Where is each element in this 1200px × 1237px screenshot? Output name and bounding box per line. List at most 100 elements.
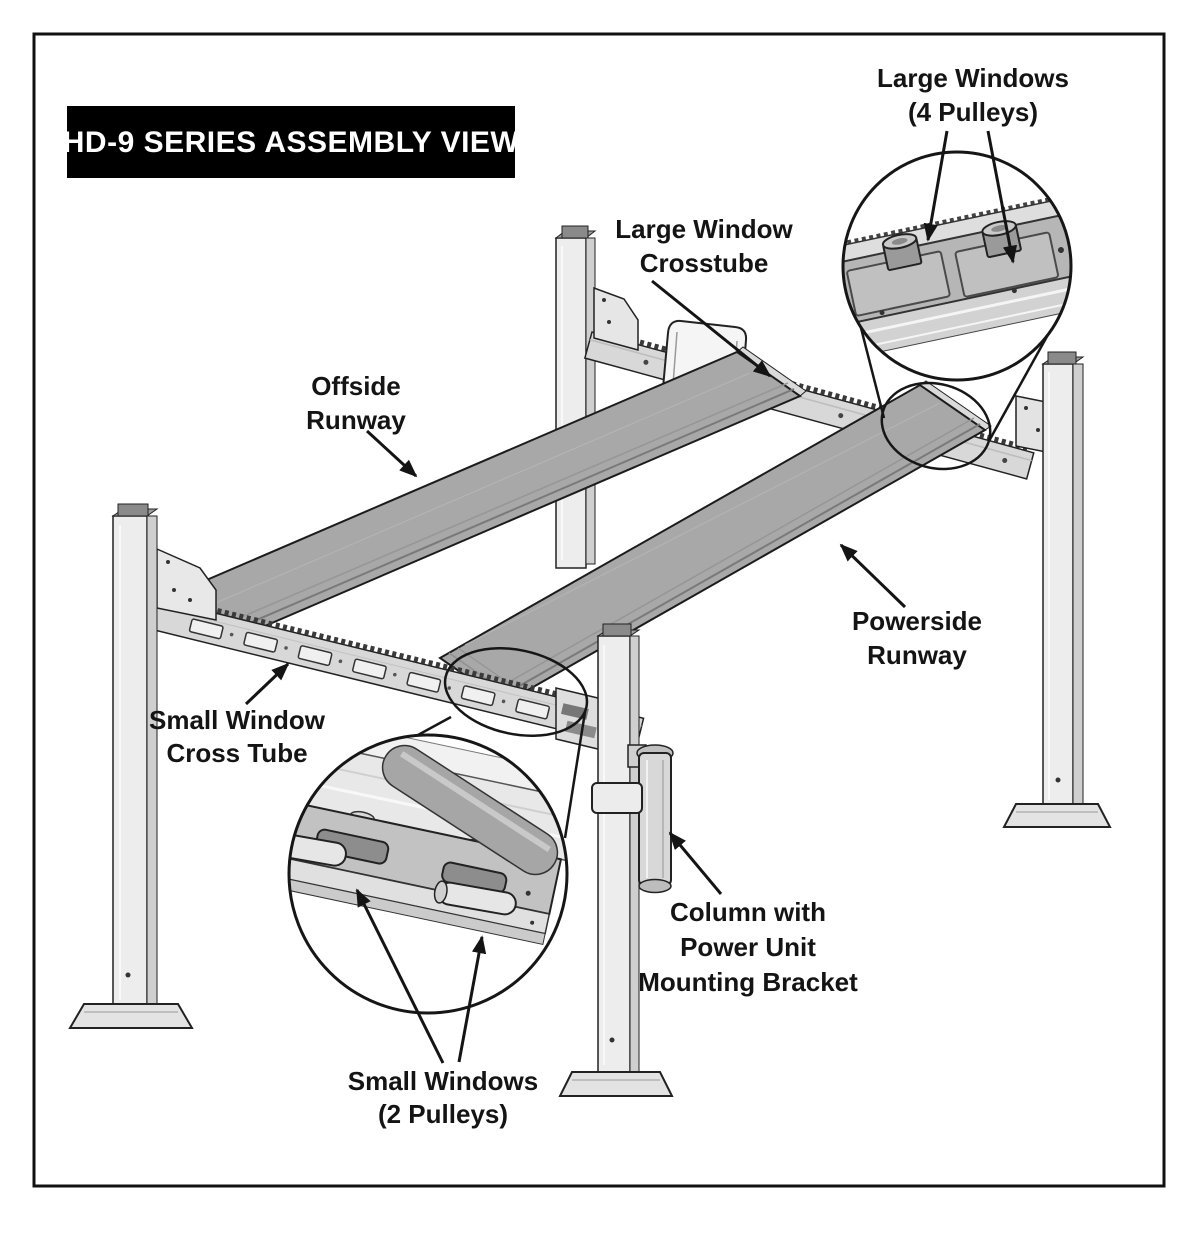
runway-rail-line <box>499 423 981 698</box>
window-slot <box>515 698 550 720</box>
bolt-hole <box>1057 247 1064 254</box>
window-slot <box>188 618 224 640</box>
bolt-hole <box>338 659 343 664</box>
bolt-hole <box>838 413 844 419</box>
column-face <box>597 635 631 1077</box>
bolt-hole <box>1011 288 1017 294</box>
label-text: (4 Pulleys) <box>908 97 1038 127</box>
title-banner-bg <box>67 106 515 178</box>
bolt-hole <box>392 672 397 677</box>
power-column <box>558 623 674 1097</box>
magnifier-connector-line <box>563 711 587 839</box>
power-unit-mounting-bracket <box>627 744 674 894</box>
bolt-hole <box>609 1037 615 1043</box>
column-side <box>585 237 596 565</box>
label-text: Power Unit <box>680 932 816 962</box>
column-face <box>555 237 587 569</box>
label-offside-runway: Offside Runway <box>306 371 406 435</box>
detail-circle-large-windows <box>841 150 1073 382</box>
window-slot <box>297 645 333 667</box>
arrow-small-windows-left <box>355 888 445 1064</box>
bolt-hole <box>607 320 611 324</box>
offside-runway-shape <box>164 346 807 643</box>
pulley-pin <box>289 831 347 867</box>
deck-stripe <box>852 296 1071 351</box>
deck-stripe <box>849 282 1071 338</box>
runway-roller <box>381 744 559 876</box>
arrow-large-window-crosstube <box>651 279 772 378</box>
right-column <box>1002 351 1112 828</box>
label-text: Mounting Bracket <box>638 967 858 997</box>
label-text: Large Window <box>615 214 793 244</box>
arrow-large-windows-right <box>986 130 1018 264</box>
detail-circle-content <box>289 735 567 946</box>
arrow-small-windows-right <box>457 935 487 1063</box>
bolt-hole <box>602 298 606 302</box>
source-ellipse-small-windows <box>443 647 589 737</box>
arrow-powerside-runway <box>839 543 907 609</box>
label-text: Small Window <box>149 705 326 735</box>
bolt-hole <box>166 560 170 564</box>
pin-body <box>289 831 347 867</box>
arrow-small-window-cross-tube <box>244 662 290 706</box>
bolt-hole <box>1055 777 1061 783</box>
label-powerside-runway: Powerside Runway <box>852 606 982 670</box>
page-title: HD-9 SERIES ASSEMBLY VIEW <box>63 126 520 159</box>
column-base-plate <box>1002 803 1112 828</box>
bolt-hole <box>172 588 176 592</box>
rear-column-bracket <box>593 286 639 351</box>
pulley-hub <box>891 238 908 245</box>
column-base-plate <box>68 1003 194 1029</box>
bolt-hole <box>1024 406 1028 410</box>
arrow-offside-runway <box>365 429 418 478</box>
column-face <box>1042 363 1074 809</box>
crosstube-lip <box>289 876 546 946</box>
label-text: Column with <box>670 897 826 927</box>
label-text: Powerside <box>852 606 982 636</box>
window-slot <box>351 658 387 680</box>
runway-rail-line <box>215 382 789 629</box>
column-clamp-band <box>591 782 643 814</box>
column-top-nub <box>117 503 149 517</box>
roller-highlight <box>400 751 551 853</box>
column-side <box>629 635 640 1073</box>
power-unit-body <box>638 752 672 886</box>
column-face <box>112 515 148 1009</box>
runway-streak <box>464 402 941 646</box>
column-side <box>1072 363 1084 805</box>
pulley-hub <box>991 225 1007 232</box>
label-large-window-crosstube: Large Window Crosstube <box>615 214 793 278</box>
bolt-hole <box>501 699 506 704</box>
column-top-nub <box>561 225 589 239</box>
label-column-power-unit: Column with Power Unit Mounting Bracket <box>638 897 858 997</box>
label-small-windows: Small Windows (2 Pulleys) <box>348 1066 538 1129</box>
runway-rail-line <box>492 417 975 692</box>
label-text: Runway <box>867 640 967 670</box>
front-left-column <box>68 503 194 1029</box>
label-text: Offside <box>311 371 401 401</box>
powerside-runway-shape <box>438 380 992 705</box>
bolt-hole <box>125 972 131 978</box>
bolt-hole <box>643 359 649 365</box>
pulley-pin <box>433 880 517 916</box>
label-large-windows: Large Windows (4 Pulleys) <box>877 63 1069 127</box>
column-side <box>146 515 158 1005</box>
magnifier-connector-line <box>859 327 886 419</box>
label-small-window-cross-tube: Small Window Cross Tube <box>149 705 326 768</box>
label-text: (2 Pulleys) <box>378 1099 508 1129</box>
roller-body <box>381 744 559 876</box>
label-text: Cross Tube <box>166 738 307 768</box>
power-unit-bottom <box>638 878 672 894</box>
label-text: Runway <box>306 405 406 435</box>
column-top-nub <box>602 623 632 637</box>
bolt-hole <box>530 920 535 925</box>
detail-circle-outline <box>287 733 569 1015</box>
label-text: Crosstube <box>640 248 769 278</box>
window-slot <box>243 631 279 653</box>
column-base-plate <box>558 1071 674 1097</box>
pulley <box>881 233 923 271</box>
crosstube-serration <box>843 191 1071 249</box>
column-top-nub <box>1047 351 1077 365</box>
bolt-hole <box>879 310 885 316</box>
